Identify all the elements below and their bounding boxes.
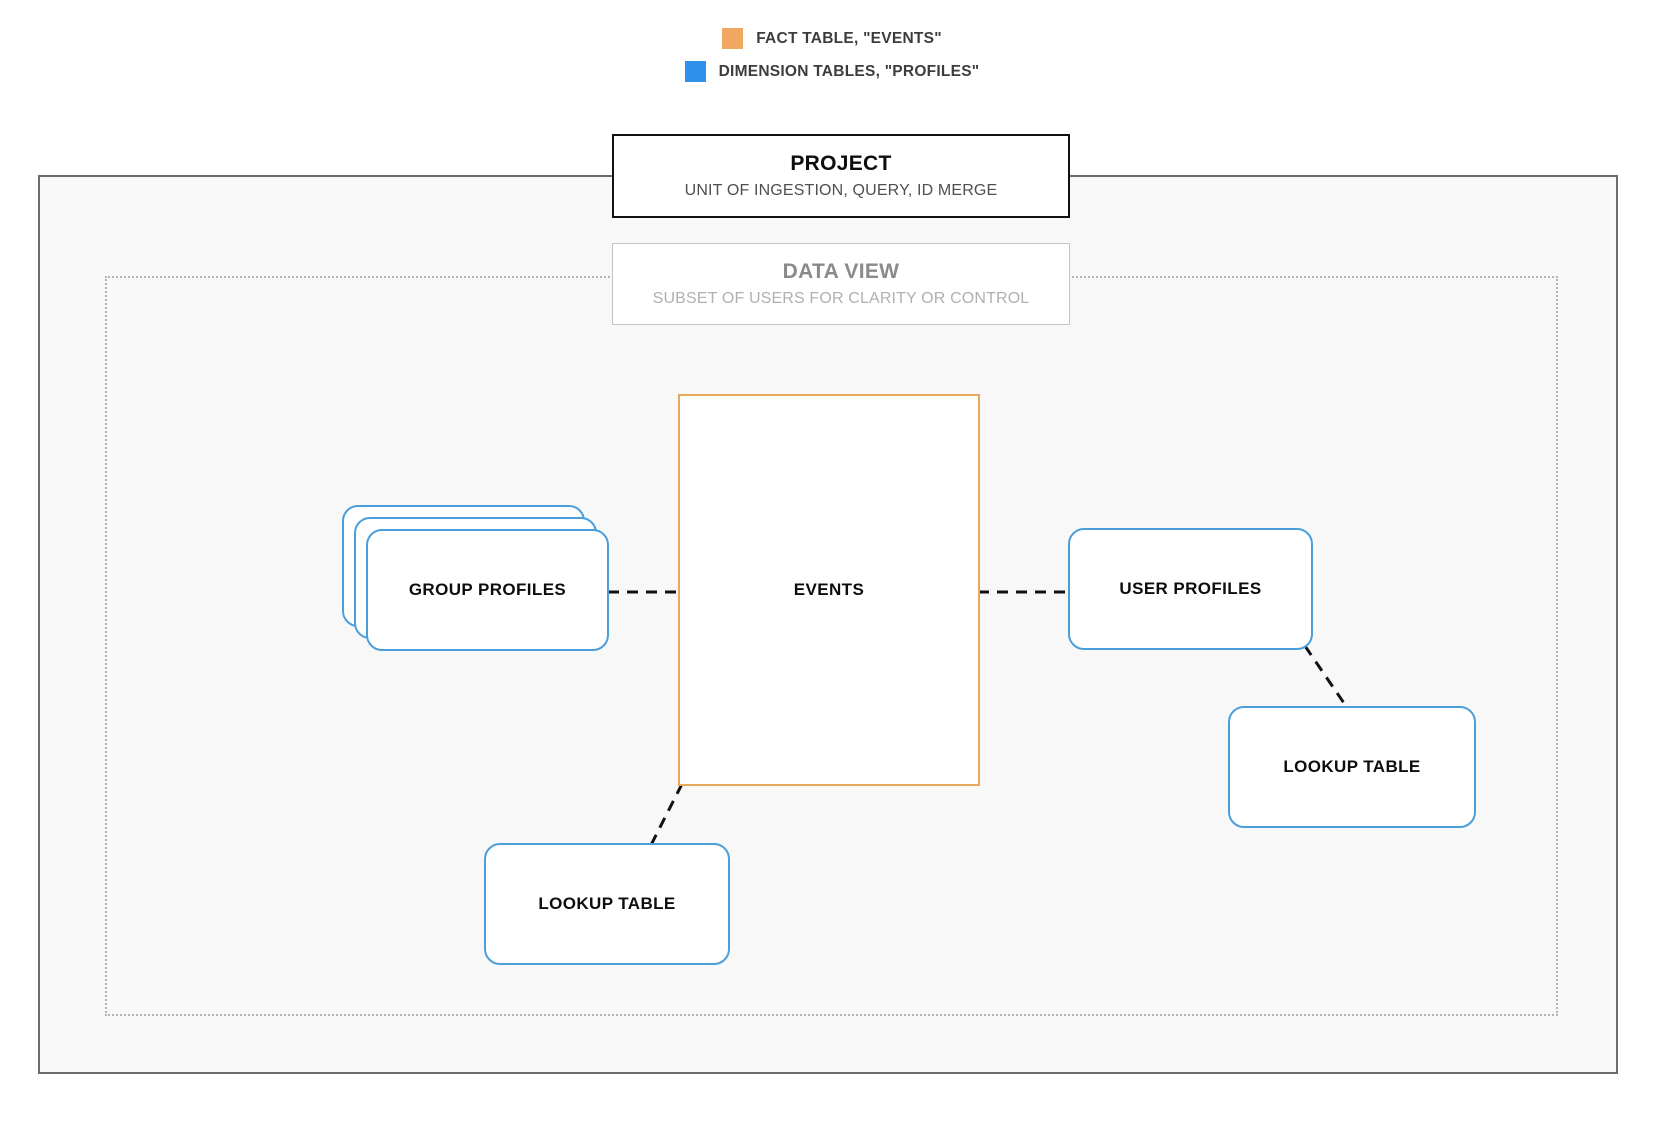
data-view-subtitle: SUBSET OF USERS FOR CLARITY OR CONTROL <box>652 290 1030 307</box>
project-subtitle: UNIT OF INGESTION, QUERY, ID MERGE <box>684 182 998 199</box>
legend-item-dimension-tables: DIMENSION TABLES, "PROFILES" <box>684 61 980 82</box>
data-view-header-box: DATA VIEW SUBSET OF USERS FOR CLARITY OR… <box>612 243 1070 325</box>
node-group-profiles[interactable]: GROUP PROFILES <box>342 505 610 653</box>
node-lookup-table-left-label: LOOKUP TABLE <box>538 894 676 913</box>
data-view-title: DATA VIEW <box>782 260 900 283</box>
legend-label-fact-table: FACT TABLE, "EVENTS" <box>756 29 942 47</box>
square-swatch-orange-icon <box>722 28 744 49</box>
node-events-label: EVENTS <box>793 580 865 599</box>
legend-item-fact-table: FACT TABLE, "EVENTS" <box>722 28 942 49</box>
node-user-profiles-label: USER PROFILES <box>1119 579 1262 598</box>
square-swatch-blue-icon <box>684 61 706 82</box>
node-lookup-table-left[interactable]: LOOKUP TABLE <box>484 843 730 965</box>
node-user-profiles[interactable]: USER PROFILES <box>1068 528 1313 650</box>
legend: FACT TABLE, "EVENTS" DIMENSION TABLES, "… <box>0 28 1664 82</box>
node-group-profiles-label: GROUP PROFILES <box>408 580 567 599</box>
project-title: PROJECT <box>790 152 892 175</box>
project-header-box: PROJECT UNIT OF INGESTION, QUERY, ID MER… <box>612 134 1070 218</box>
node-lookup-table-right[interactable]: LOOKUP TABLE <box>1228 706 1476 828</box>
node-group-profiles-card-front[interactable]: GROUP PROFILES <box>366 529 609 651</box>
node-lookup-table-right-label: LOOKUP TABLE <box>1283 757 1421 776</box>
legend-label-dimension-tables: DIMENSION TABLES, "PROFILES" <box>718 62 980 80</box>
node-events[interactable]: EVENTS <box>678 394 980 786</box>
